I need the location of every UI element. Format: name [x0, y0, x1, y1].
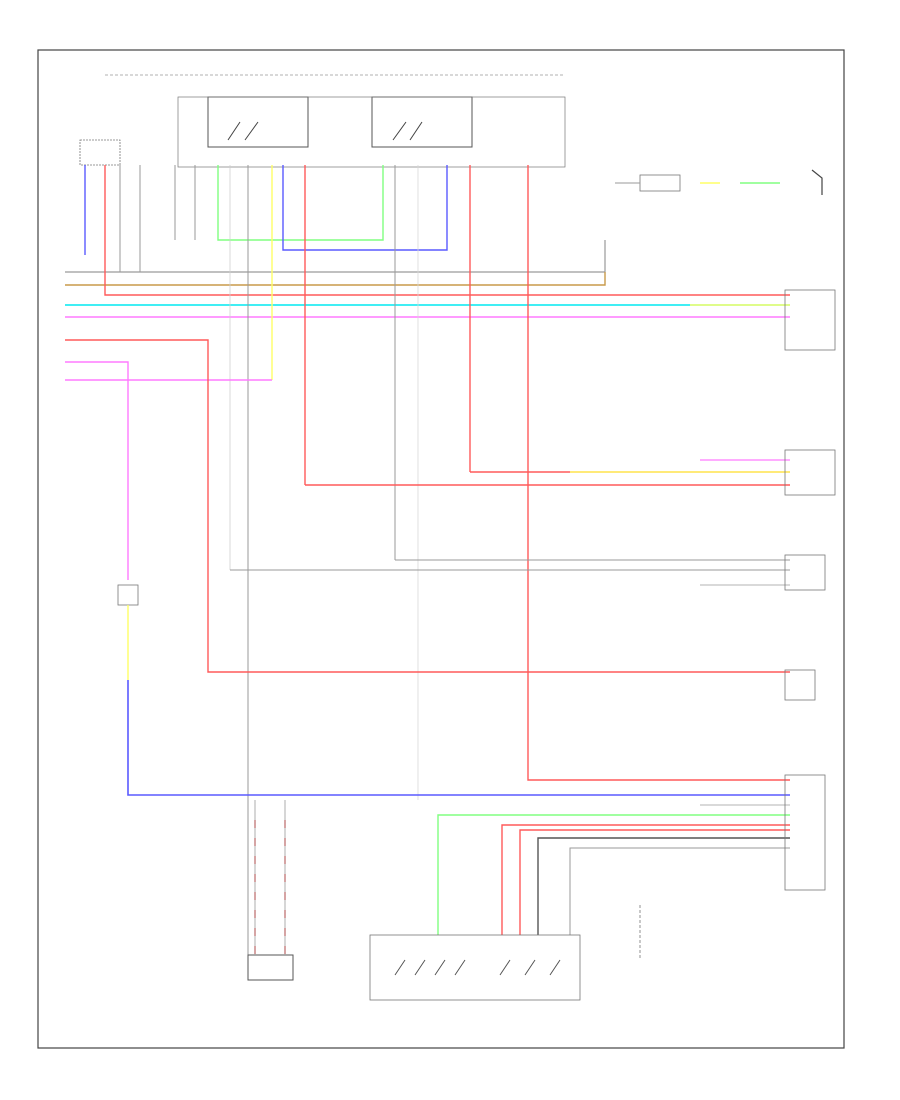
- right-connector-4: [784, 669, 816, 701]
- green-bottom: [437, 814, 790, 935]
- right-connector-3: [784, 554, 826, 591]
- dark-bottom: [537, 837, 790, 935]
- brown-wire: [65, 272, 606, 286]
- red-bottom-1: [501, 824, 790, 935]
- right-connector-1: [784, 289, 836, 351]
- red-wire-left: [65, 339, 790, 673]
- switch-symbol-right: [392, 121, 423, 141]
- blue-wire-bottom: [127, 680, 790, 796]
- bottom-switch-contacts: [394, 959, 561, 976]
- right-connector-2: [784, 449, 836, 496]
- diagram-frame: [37, 49, 845, 1049]
- left-connector-block: [79, 139, 121, 166]
- top-right-switch-body: [639, 174, 681, 192]
- left-relay: [117, 584, 139, 606]
- master-switch-frame: [177, 96, 566, 168]
- right-connector-5: [784, 774, 826, 891]
- bottom-switch-assembly: [369, 934, 581, 1001]
- red-bottom-2: [519, 829, 790, 935]
- switch-symbol-left: [227, 121, 259, 141]
- rear-motor-box: [247, 954, 294, 981]
- red-wire-main: [104, 165, 790, 296]
- red-vertical-far: [527, 165, 790, 781]
- gray-wire-top: [65, 240, 606, 273]
- top-right-ground-symbol: [811, 169, 823, 195]
- gray-bottom: [569, 847, 790, 935]
- blue-loop: [282, 165, 448, 251]
- green-loop: [217, 165, 384, 241]
- pink-wire-mid: [65, 361, 129, 580]
